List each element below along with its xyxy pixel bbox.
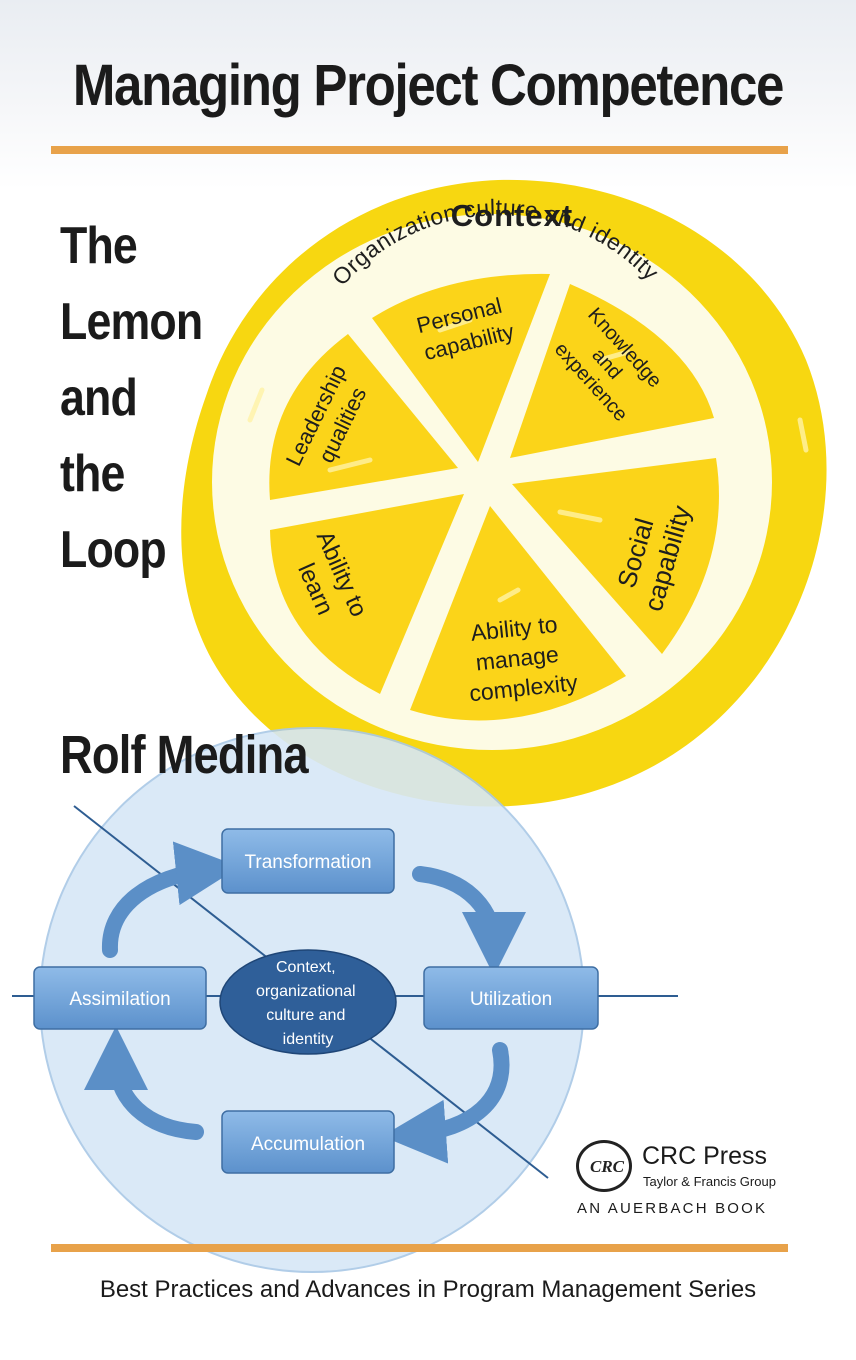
series-title: Best Practices and Advances in Program M… <box>99 1276 757 1303</box>
center-text-line: identity <box>283 1031 334 1048</box>
lemon-context-label: Context <box>451 198 573 233</box>
loop-diagram: Transformation Utilization Accumulation … <box>12 727 678 1273</box>
box-utilization: Utilization <box>423 966 599 1030</box>
publisher-imprint: AN AUERBACH BOOK <box>577 1200 768 1217</box>
lemon-diagram: Context Organization culture and identit… <box>181 179 827 807</box>
segment-ability-learn <box>270 494 464 694</box>
crc-press-logo-icon: CRC <box>576 1140 632 1192</box>
subtitle-line: The <box>60 217 138 275</box>
lemon-segments <box>269 273 719 721</box>
box-assimilation-label: Assimilation <box>69 989 170 1010</box>
lemon-juice-highlights <box>247 317 809 603</box>
center-text-line: Context, <box>276 959 336 976</box>
crc-logo-text: CRC <box>589 1157 625 1176</box>
book-subtitle: The Lemon and the Loop <box>60 208 203 588</box>
arrow-assimilation-to-transformation <box>101 841 240 958</box>
segment-ability-manage-complexity-label: Ability to manage complexity <box>462 609 580 706</box>
segment-ability-manage-complexity <box>410 506 626 721</box>
segment-social-capability <box>512 458 719 654</box>
arrow-utilization-to-accumulation <box>382 1042 510 1164</box>
bottom-orange-rule <box>51 1244 788 1252</box>
subtitle-line: Loop <box>60 521 167 579</box>
box-transformation-label: Transformation <box>244 852 371 873</box>
segment-personal-capability <box>372 273 550 462</box>
box-assimilation: Assimilation <box>33 966 207 1030</box>
box-accumulation: Accumulation <box>221 1110 395 1174</box>
box-utilization-label: Utilization <box>470 989 552 1010</box>
segment-leadership-qualities <box>269 334 458 500</box>
subtitle-line: the <box>60 445 125 503</box>
subtitle-line: Lemon <box>60 293 203 351</box>
center-context-label: Context, organizational culture and iden… <box>256 959 360 1048</box>
publisher-name: CRC Press <box>642 1142 768 1170</box>
arrow-transformation-to-utilization <box>412 866 526 976</box>
segment-knowledge-experience <box>510 284 714 458</box>
book-title: Managing Project Competence <box>72 53 785 118</box>
arrow-accumulation-to-assimilation <box>84 1026 204 1140</box>
box-accumulation-label: Accumulation <box>251 1134 365 1155</box>
author-name: Rolf Medina <box>60 725 309 785</box>
top-orange-rule <box>51 146 788 154</box>
center-text-line: culture and <box>266 1007 345 1024</box>
center-context-ellipse: Context, organizational culture and iden… <box>219 949 397 1055</box>
subtitle-line: and <box>60 369 138 427</box>
publisher-block: CRC CRC Press Taylor & Francis Group AN … <box>574 1138 804 1220</box>
center-text-line: organizational <box>256 983 356 1000</box>
publisher-group: Taylor & Francis Group <box>643 1174 776 1189</box>
loop-arrows <box>84 841 526 1164</box>
box-transformation: Transformation <box>221 828 395 894</box>
